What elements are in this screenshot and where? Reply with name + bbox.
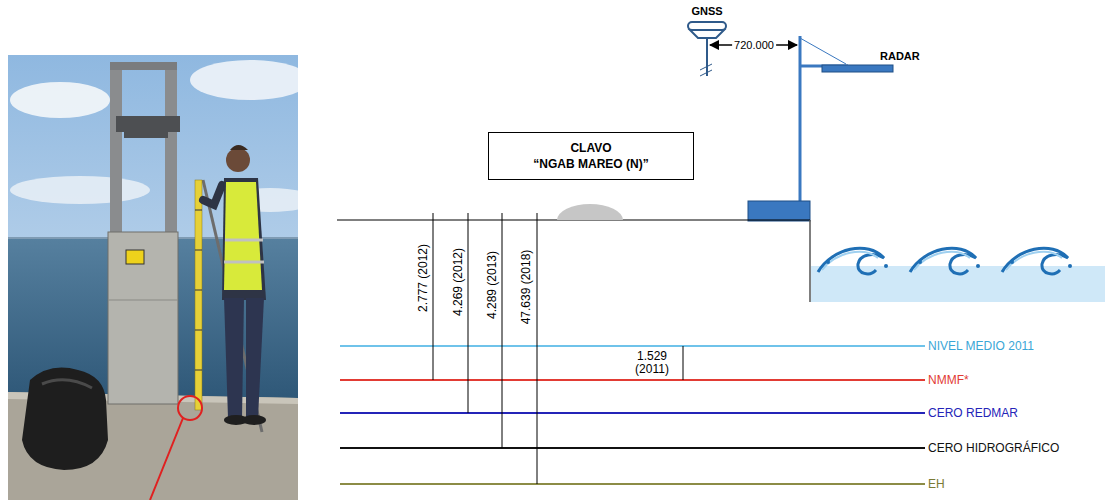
height-value: 4.269 (2012) xyxy=(451,248,465,316)
radar-label: RADAR xyxy=(880,49,920,63)
benchmark-dome xyxy=(557,204,623,220)
label-box: CLAVO“NGAB MAREO (N)” xyxy=(488,132,694,180)
height-value: 1.529 (2011) xyxy=(625,350,679,376)
box-text: “NGAB MAREO (N)” xyxy=(533,156,648,172)
level-name: CERO HIDROGRÁFICO xyxy=(928,441,1059,455)
measure-line xyxy=(683,346,684,380)
radar-mast xyxy=(748,36,893,221)
measure-line xyxy=(433,213,434,380)
height-value: 2.777 (2012) xyxy=(416,244,430,312)
measure-line xyxy=(537,213,538,484)
level-line xyxy=(340,447,925,449)
dimension-value: 720.000 xyxy=(732,38,776,52)
measure-line xyxy=(502,213,503,448)
water xyxy=(811,266,1105,302)
quay-wall xyxy=(809,220,811,302)
box-heading: CLAVO xyxy=(570,140,611,156)
level-line xyxy=(340,412,925,414)
height-value: 47.639 (2018) xyxy=(519,250,533,325)
height-value: 4.289 (2013) xyxy=(485,251,499,319)
antenna-label: GNSS xyxy=(691,4,722,18)
level-line xyxy=(340,345,925,347)
gnss-antenna xyxy=(688,22,726,76)
photo xyxy=(8,55,298,500)
level-name: NMMF* xyxy=(928,373,969,387)
level-line xyxy=(340,379,925,381)
level-line xyxy=(340,483,925,485)
level-name: CERO REDMAR xyxy=(928,406,1018,420)
level-name: EH xyxy=(928,477,945,491)
level-name: NIVEL MEDIO 2011 xyxy=(928,339,1034,353)
waves xyxy=(818,248,1072,274)
measure-line xyxy=(468,213,469,413)
